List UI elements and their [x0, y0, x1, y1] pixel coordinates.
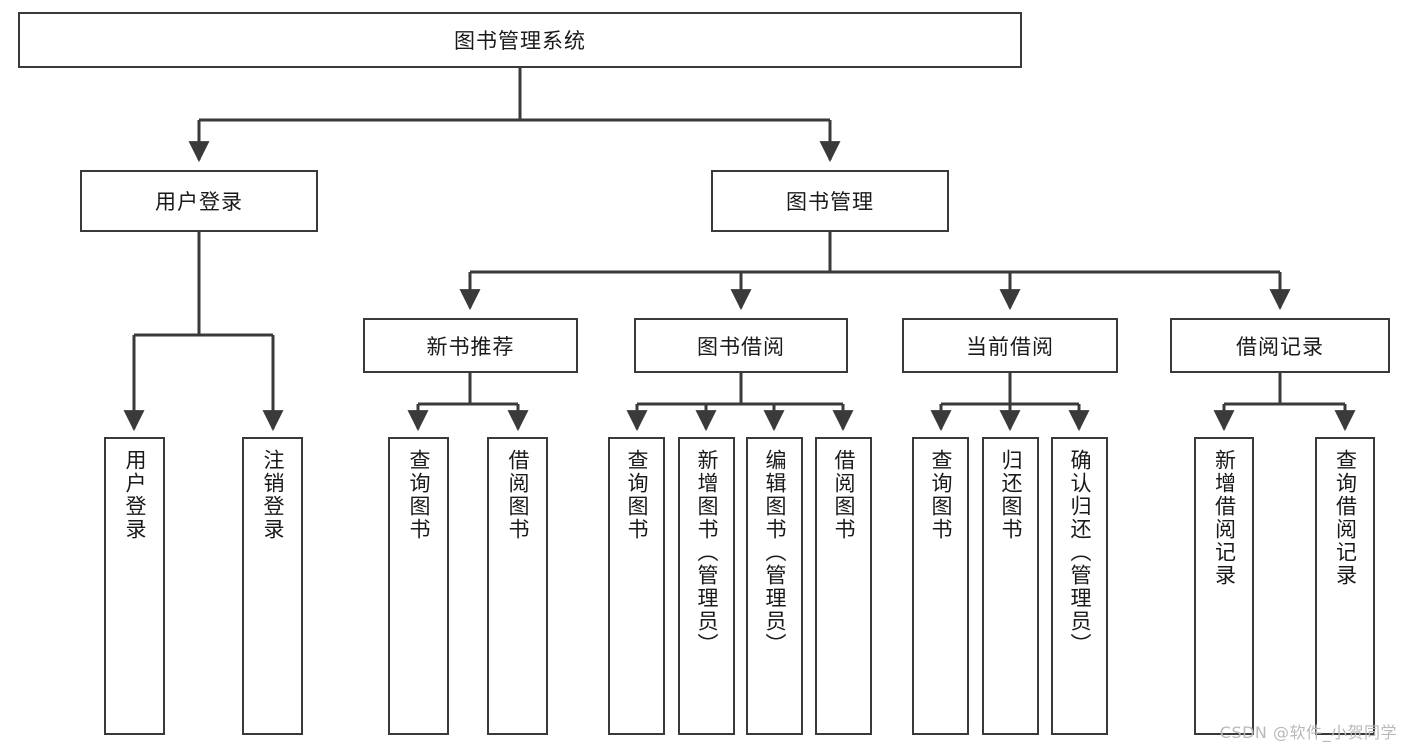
node-root[interactable]: 图书管理系统: [18, 12, 1022, 68]
leaf-edit-book[interactable]: 编辑图书（管理员）: [746, 437, 803, 735]
node-new-book-recommend-label: 新书推荐: [426, 334, 515, 359]
leaf-borrow-book-1[interactable]: 借阅图书: [487, 437, 548, 735]
node-user-login-label: 用户登录: [155, 190, 243, 214]
leaf-query-record[interactable]: 查询借阅记录: [1315, 437, 1375, 735]
leaf-borrow-book-2-label: 借阅图书: [831, 449, 856, 541]
node-book-borrow-label: 图书借阅: [697, 334, 785, 359]
leaf-add-book[interactable]: 新增图书（管理员）: [678, 437, 735, 735]
leaf-logout-login-label: 注销登录: [260, 449, 285, 541]
node-root-label: 图书管理系统: [454, 29, 586, 53]
leaf-query-book-3-label: 查询图书: [928, 449, 953, 541]
leaf-edit-book-label: 编辑图书（管理员）: [762, 449, 787, 656]
leaf-confirm-return-label: 确认归还（管理员）: [1067, 449, 1092, 656]
node-borrow-record[interactable]: 借阅记录: [1170, 318, 1390, 373]
leaf-borrow-book-2[interactable]: 借阅图书: [815, 437, 872, 735]
leaf-add-record-label: 新增借阅记录: [1212, 449, 1237, 587]
leaf-query-book-2-label: 查询图书: [624, 449, 649, 541]
leaf-query-book-3[interactable]: 查询图书: [912, 437, 969, 735]
node-user-login[interactable]: 用户登录: [80, 170, 318, 232]
watermark: CSDN @软件_小贺同学: [1219, 723, 1397, 742]
leaf-query-book-2[interactable]: 查询图书: [608, 437, 665, 735]
leaf-confirm-return[interactable]: 确认归还（管理员）: [1051, 437, 1108, 735]
leaf-return-book-label: 归还图书: [998, 449, 1023, 541]
node-new-book-recommend[interactable]: 新书推荐: [363, 318, 578, 373]
node-book-manage-label: 图书管理: [786, 190, 874, 214]
leaf-query-book-1-label: 查询图书: [406, 449, 431, 541]
node-book-borrow[interactable]: 图书借阅: [634, 318, 848, 373]
leaf-return-book[interactable]: 归还图书: [982, 437, 1039, 735]
node-current-borrow[interactable]: 当前借阅: [902, 318, 1118, 373]
node-current-borrow-label: 当前借阅: [966, 334, 1054, 359]
leaf-query-book-1[interactable]: 查询图书: [388, 437, 449, 735]
node-borrow-record-label: 借阅记录: [1236, 334, 1324, 359]
node-book-manage[interactable]: 图书管理: [711, 170, 949, 232]
leaf-add-record[interactable]: 新增借阅记录: [1194, 437, 1254, 735]
leaf-add-book-label: 新增图书（管理员）: [694, 449, 719, 656]
leaf-user-login-label: 用户登录: [122, 449, 147, 541]
leaf-user-login[interactable]: 用户登录: [104, 437, 165, 735]
leaf-logout-login[interactable]: 注销登录: [242, 437, 303, 735]
leaf-query-record-label: 查询借阅记录: [1333, 449, 1358, 587]
leaf-borrow-book-1-label: 借阅图书: [505, 449, 530, 541]
